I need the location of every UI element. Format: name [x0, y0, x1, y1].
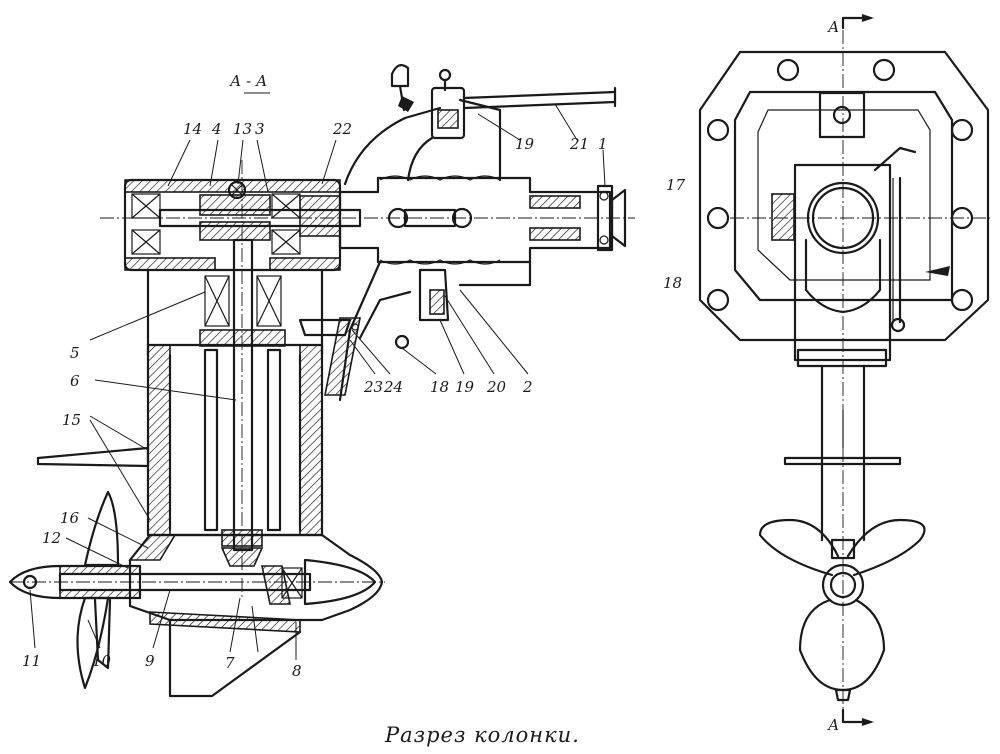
- callout-20: 19: [515, 135, 535, 153]
- front-view: [698, 14, 990, 726]
- callout-5: 5: [70, 344, 80, 362]
- callout-24: 23: [363, 378, 383, 396]
- callout-22: 21: [569, 135, 589, 153]
- callout-17: 17: [666, 176, 686, 194]
- propeller-front: [758, 518, 926, 702]
- leader-lines: [29, 92, 606, 660]
- mounting-bolts: [706, 58, 974, 312]
- callout-21: 20: [486, 378, 507, 396]
- callout-4: 4: [211, 120, 222, 138]
- callout-18-front: 18: [663, 274, 682, 292]
- section-view-a-a: [8, 64, 635, 698]
- callout-9: 9: [145, 652, 155, 670]
- callout-12: 12: [42, 529, 61, 547]
- callout-8: 8: [292, 662, 302, 680]
- callout-23: 22: [332, 120, 352, 138]
- section-title: А - А: [229, 72, 267, 90]
- callout-1: 1: [598, 135, 608, 153]
- callout-6: 6: [70, 372, 80, 390]
- callout-18: 18: [430, 378, 449, 396]
- swivel-bracket: [298, 260, 532, 402]
- lower-gearbox: [8, 490, 384, 698]
- drive-tube: [338, 175, 627, 265]
- figure-caption: Разрез колонки.: [384, 723, 580, 747]
- section-marker-bottom: А: [827, 716, 839, 734]
- upper-gear-housing: [123, 178, 362, 272]
- tiller-assembly: [343, 64, 617, 186]
- column-leg: [36, 238, 324, 552]
- callout-labels: 14 4 13 3 22 19 21 1 5 6 15 16 12 11 10 …: [22, 120, 686, 680]
- callout-2: 2: [522, 378, 533, 396]
- callout-15: 15: [62, 411, 81, 429]
- callout-10: 10: [92, 652, 112, 670]
- callout-14: 14: [183, 120, 202, 138]
- callout-16: 16: [60, 509, 80, 527]
- callout-3: 3: [255, 120, 265, 138]
- callout-19: 19: [455, 378, 475, 396]
- section-marker-top: А: [827, 18, 839, 36]
- callout-13: 13: [233, 120, 252, 138]
- callout-7: 7: [225, 654, 235, 672]
- callout-11: 11: [22, 652, 41, 670]
- callout-25: 24: [383, 378, 403, 396]
